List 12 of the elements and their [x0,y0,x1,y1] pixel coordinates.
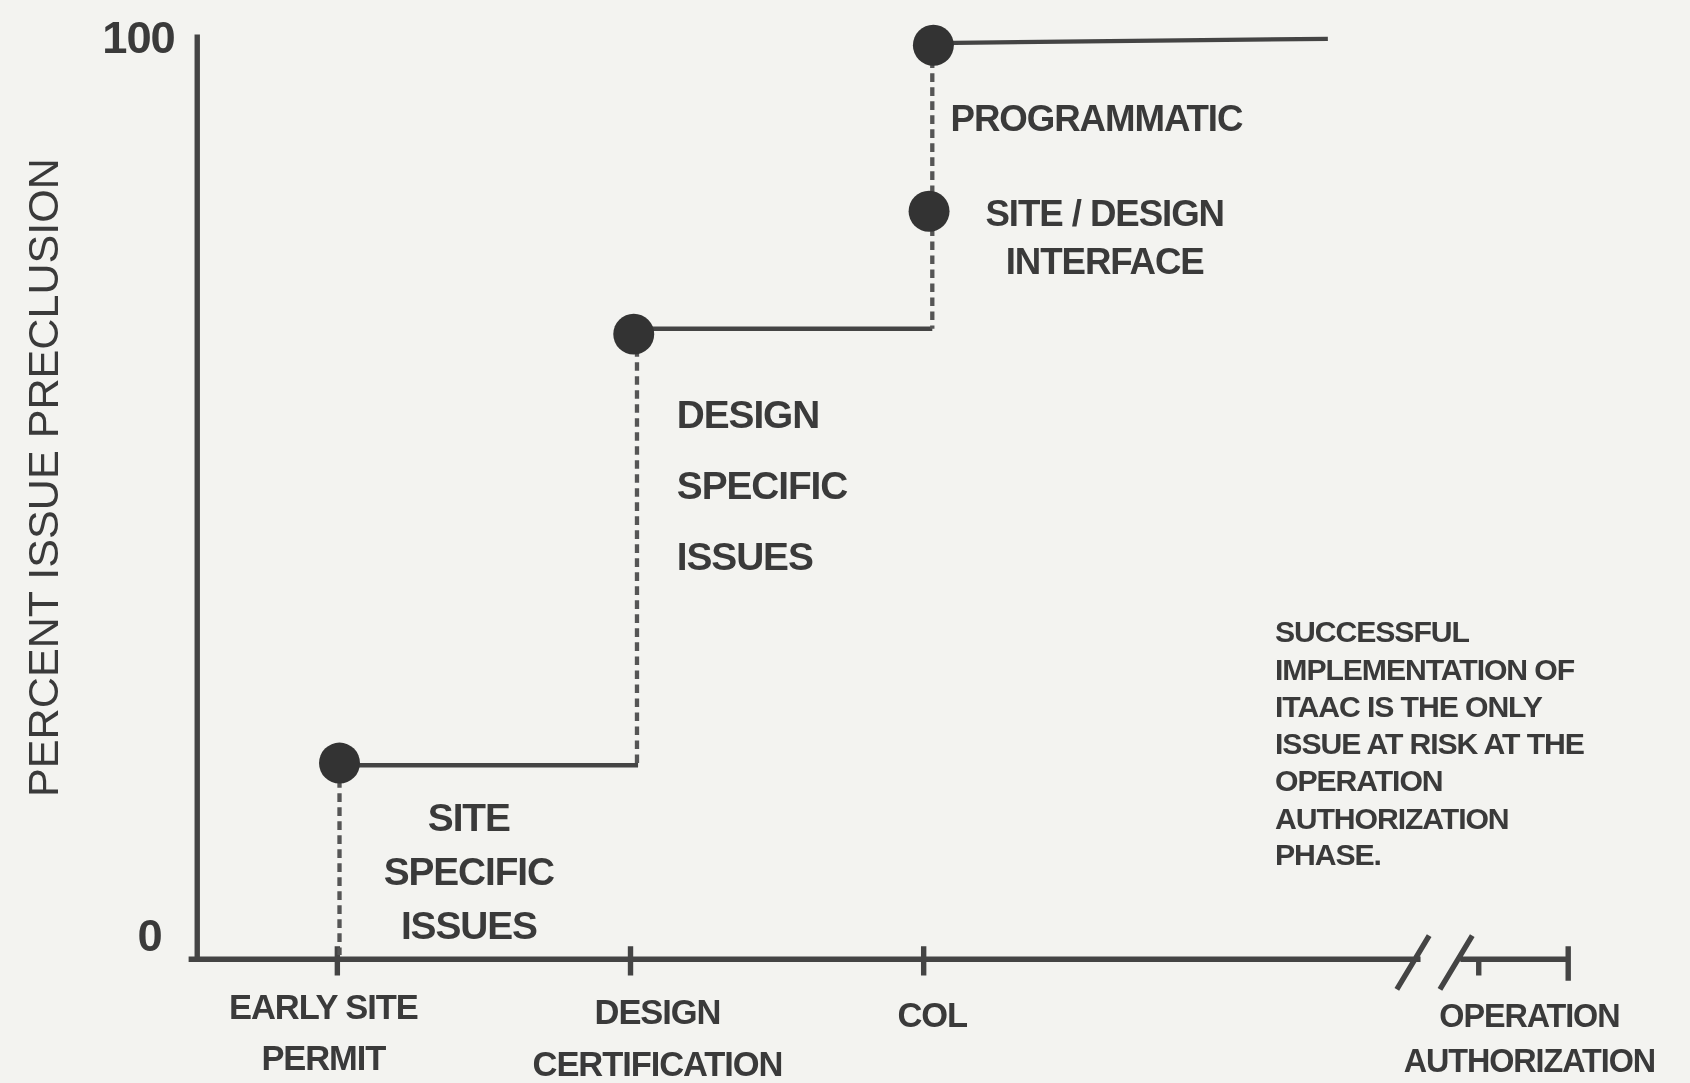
annotation-text: DESIGN SPECIFIC ISSUES [676,391,849,581]
annotation-text: SITE / DESIGN INTERFACE [984,191,1225,284]
tick-label: DESIGN CERTIFICATION [531,991,784,1083]
axis-title: PERCENT ISSUE PRECLUSION [18,157,68,799]
tick-label: OPERATION AUTHORIZATION [1402,997,1656,1081]
tick-label: 100 [101,12,175,63]
annotation-text: SITE SPECIFIC ISSUES [382,794,555,950]
annotation-text: PROGRAMMATIC [950,97,1244,141]
tick-label: COL [896,994,969,1037]
tick-label: EARLY SITE PERMIT [228,986,419,1080]
note-text: SUCCESSFUL IMPLEMENTATION OF ITAAC IS THE ONLY ISSUE AT RISK AT THE OPERATION AUTHORIZATION PHASE. [1275,614,1585,874]
tick-label: 0 [136,910,162,961]
